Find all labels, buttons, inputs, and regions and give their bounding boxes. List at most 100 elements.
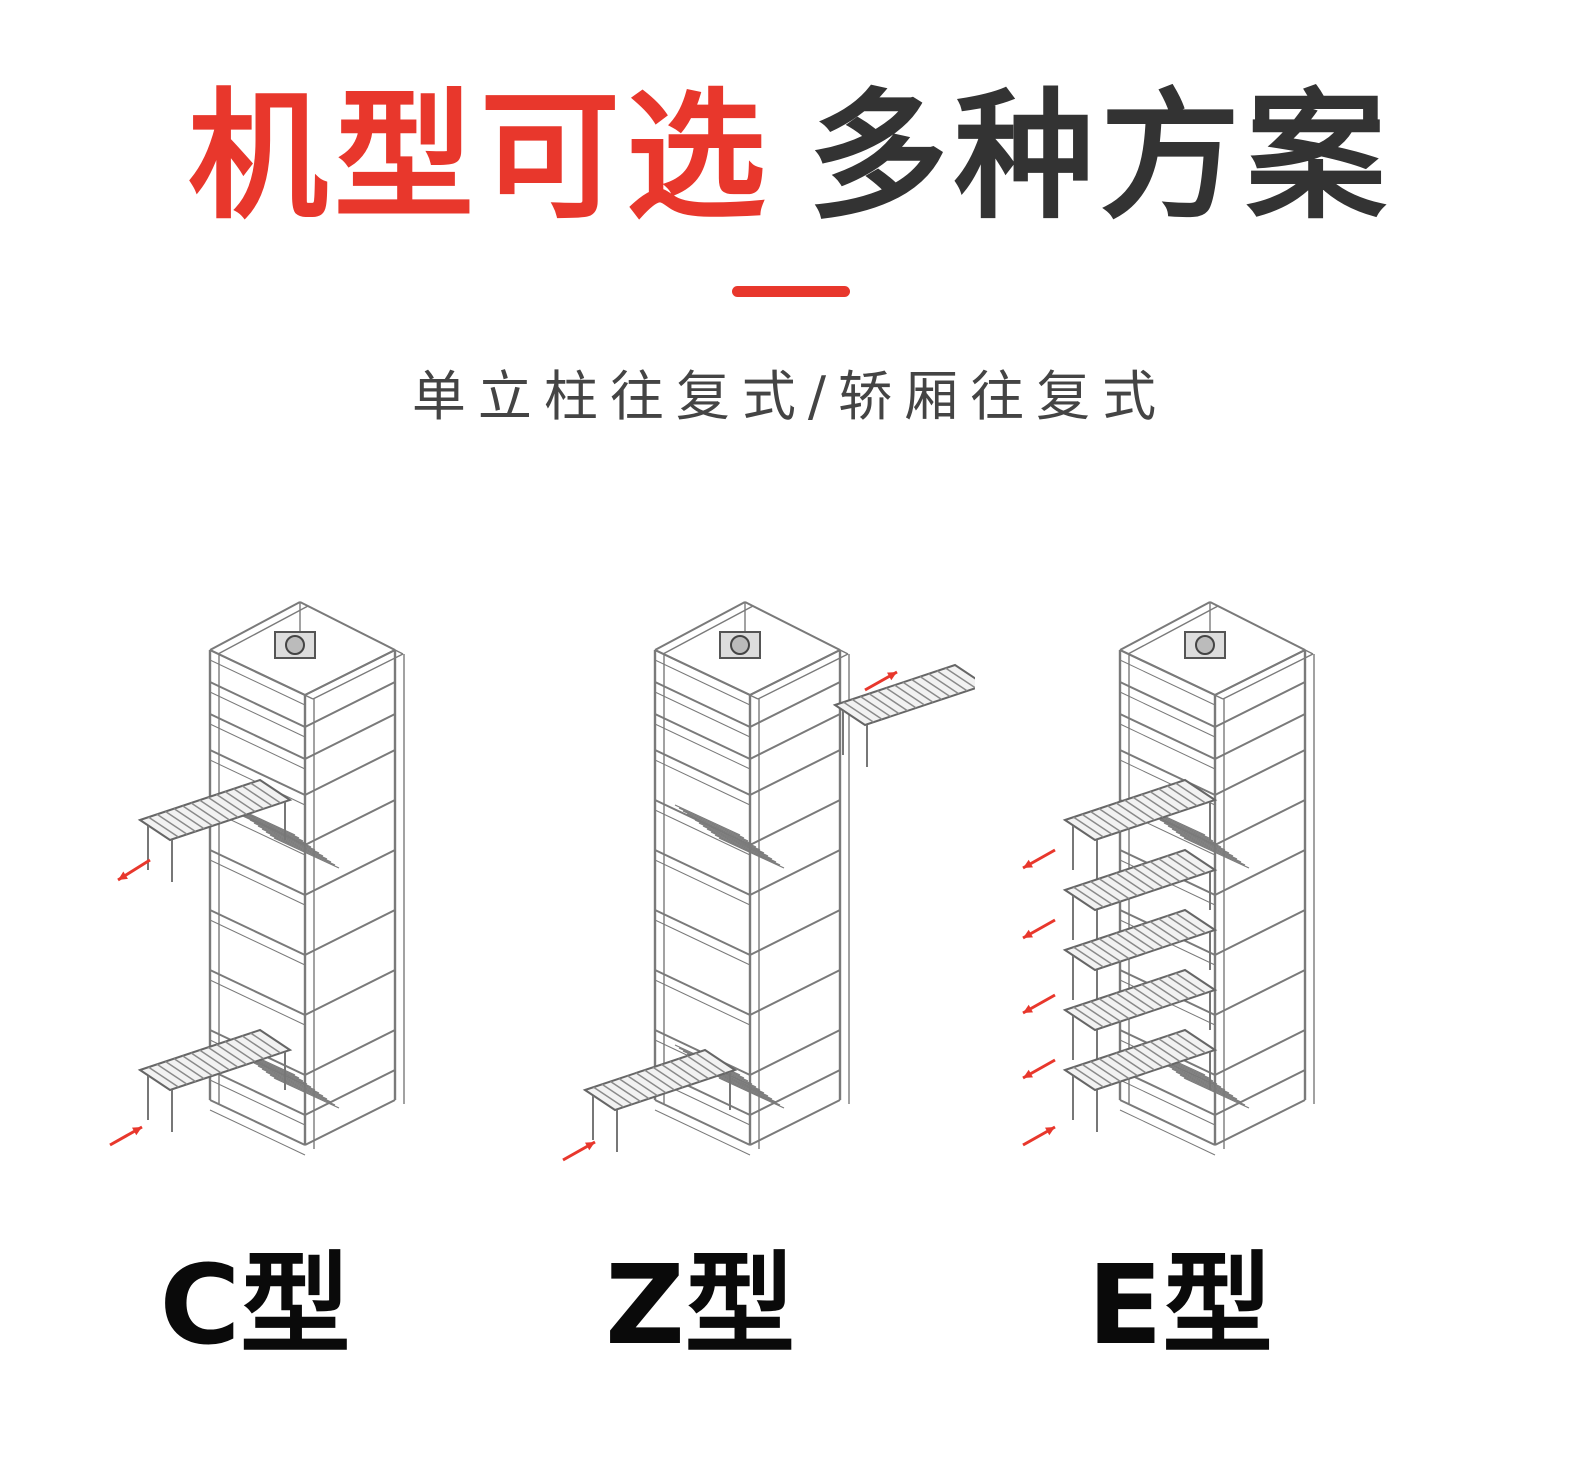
frame-beam-side: [749, 749, 841, 796]
frame-beam-side: [304, 749, 396, 796]
output-arrow-icon: [1022, 993, 1056, 1015]
platform-roller: [1163, 1062, 1230, 1094]
platform-roller: [1171, 828, 1238, 860]
platform-roller: [269, 1074, 336, 1106]
c-type-label: C型: [159, 1241, 351, 1369]
input-arrow-icon: [109, 1125, 143, 1147]
frame-beam-front-inner: [209, 859, 306, 906]
frame-beam-side: [1214, 713, 1306, 760]
platform-roller: [714, 834, 781, 866]
frame-beam-front-inner: [654, 723, 751, 770]
frame-beam-front: [1119, 1099, 1216, 1146]
frame-beam-front: [654, 849, 751, 896]
frame-beam-front: [654, 649, 751, 696]
frame-beam-front-inner: [209, 1109, 306, 1156]
frame-beam-side: [304, 969, 396, 1016]
frame-beam-front: [209, 681, 306, 728]
platform-roller: [261, 1068, 328, 1100]
output-conveyor-upper-right: [832, 663, 975, 767]
frame-beam-side: [304, 849, 396, 896]
platform-roller: [714, 1074, 781, 1106]
frame-beam-front: [209, 849, 306, 896]
frame-beam-side: [1214, 1029, 1306, 1076]
platform-roller: [1179, 834, 1246, 866]
frame-beam-side: [1214, 799, 1306, 846]
platform-roller: [1183, 837, 1250, 869]
frame-top-edge: [654, 601, 746, 651]
input-conveyor-lower: [137, 1028, 293, 1132]
platform-roller: [686, 813, 753, 845]
frame-beam-side: [749, 909, 841, 956]
motor-wheel-icon: [730, 635, 750, 655]
platform-roller: [718, 1077, 785, 1109]
frame-beam-side: [1214, 849, 1306, 896]
frame-top-edge-inner: [1217, 605, 1314, 655]
frame-beam-front-inner: [209, 919, 306, 966]
platform-roller: [678, 807, 745, 839]
output-arrow-icon: [1022, 1058, 1056, 1080]
frame-top-edge-inner: [1127, 605, 1219, 655]
platform-roller: [702, 825, 769, 857]
frame-beam-front-inner: [654, 1109, 751, 1156]
frame-beam-front: [209, 749, 306, 796]
frame-beam-side: [1214, 1099, 1306, 1146]
z-type-label: Z型: [605, 1241, 795, 1369]
frame-beam-front-inner: [654, 859, 751, 906]
platform-roller: [706, 828, 773, 860]
platform-roller: [1175, 1071, 1242, 1103]
frame-beam-front: [209, 1099, 306, 1146]
frame-beam-front-inner: [1119, 723, 1216, 770]
frame-beam-front: [654, 749, 751, 796]
input-arrow-icon: [562, 1140, 596, 1162]
output-conveyor-upper: [137, 778, 293, 882]
platform-roller: [269, 834, 336, 866]
platform-roller: [273, 837, 340, 869]
headline-red: 机型可选: [187, 76, 772, 239]
frame-beam-front: [1119, 749, 1216, 796]
frame-beam-front: [209, 909, 306, 956]
frame-beam-front: [1119, 649, 1216, 696]
platform-roller: [273, 1077, 340, 1109]
frame-beam-front-inner: [654, 919, 751, 966]
frame-beam-front-inner: [654, 759, 751, 806]
lift-platform: [229, 804, 340, 1109]
output-arrow-icon: [1022, 918, 1056, 940]
c-type-elevator-illustration: [100, 590, 530, 1190]
frame-beam-front-inner: [209, 1079, 306, 1126]
z-type-elevator-illustration: [545, 590, 975, 1190]
e-type-elevator-illustration: [1010, 590, 1440, 1190]
frame-beam-side: [749, 849, 841, 896]
platform-roller: [1155, 816, 1222, 848]
frame-beam-side: [304, 799, 396, 846]
frame-top-edge-inner: [662, 605, 754, 655]
frame-beam-side: [304, 909, 396, 956]
frame-beam-side: [304, 1029, 396, 1076]
platform-roller: [237, 810, 304, 842]
frame-beam-side: [1214, 681, 1306, 728]
headline: 机型可选多种方案: [0, 78, 1580, 238]
frame-beam-front-inner: [209, 691, 306, 738]
platform-roller: [1159, 819, 1226, 851]
platform-roller: [1167, 1065, 1234, 1097]
motor-wheel-icon: [285, 635, 305, 655]
headline-dark: 多种方案: [808, 76, 1393, 239]
frame-beam-side: [304, 1069, 396, 1116]
frame-beam-front-inner: [209, 979, 306, 1026]
frame-beam-front-inner: [1119, 691, 1216, 738]
frame-beam-front: [654, 909, 751, 956]
frame-beam-front-inner: [209, 723, 306, 770]
frame-beam-front: [209, 1069, 306, 1116]
platform-roller: [1175, 831, 1242, 863]
frame-beam-side: [749, 649, 841, 696]
frame-beam-side: [1214, 969, 1306, 1016]
platform-roller: [1179, 1074, 1246, 1106]
motor-wheel-icon: [1195, 635, 1215, 655]
frame-beam-side: [304, 681, 396, 728]
platform-roller: [710, 1071, 777, 1103]
frame-beam-side: [749, 713, 841, 760]
frame-beam-front: [654, 1099, 751, 1146]
frame-beam-front-inner: [1119, 1109, 1216, 1156]
elevator-line-drawing: [109, 601, 405, 1156]
frame-beam-front: [1119, 713, 1216, 760]
platform-roller: [1171, 1068, 1238, 1100]
